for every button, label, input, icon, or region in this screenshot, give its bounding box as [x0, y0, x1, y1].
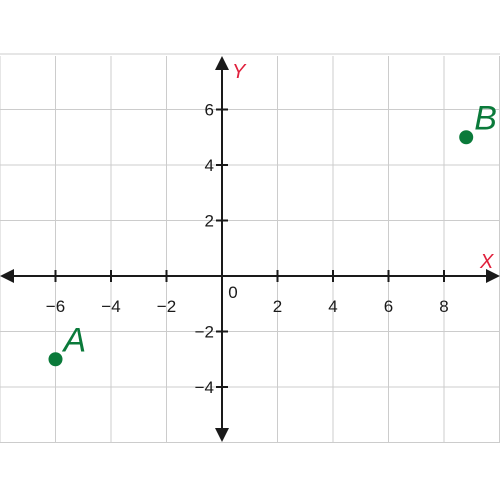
y-tick-label: −4: [195, 378, 214, 397]
x-axis-arrow-right: [486, 269, 500, 283]
x-axis-label: X: [479, 251, 494, 273]
point-b-label: B: [474, 99, 497, 137]
y-tick-label: −2: [195, 323, 214, 342]
axes: XY: [0, 56, 500, 442]
x-tick-label: 6: [384, 297, 393, 316]
y-axis-arrow-up: [215, 56, 229, 70]
x-tick-label: 8: [439, 297, 448, 316]
points: AB: [48, 99, 497, 367]
x-tick-label: −2: [157, 297, 176, 316]
y-axis-arrow-down: [215, 428, 229, 442]
x-tick-label: −4: [101, 297, 120, 316]
ticks: −6 −4 −2 0 2 4 6 8 6 4 2 −2 −4: [46, 101, 449, 398]
y-axis-label: Y: [232, 61, 247, 83]
y-tick-label: 4: [205, 156, 214, 175]
x-tick-label: 4: [328, 297, 337, 316]
point-a-marker: [48, 352, 63, 367]
x-axis-arrow-left: [0, 269, 14, 283]
point-b-marker: [459, 130, 474, 145]
y-tick-label: 6: [205, 101, 214, 120]
x-tick-label: −6: [46, 297, 65, 316]
grid: [0, 53, 500, 443]
x-tick-label: 0: [228, 283, 237, 302]
point-a-label: A: [62, 321, 87, 359]
x-tick-label: 2: [273, 297, 282, 316]
y-tick-label: 2: [205, 212, 214, 231]
